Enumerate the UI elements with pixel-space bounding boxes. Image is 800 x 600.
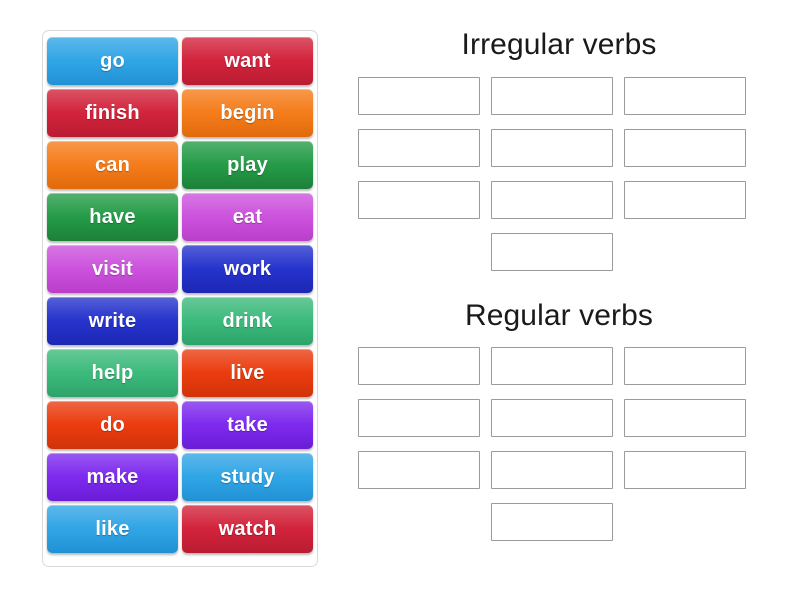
tile-work[interactable]: work [182,245,313,293]
tile-want[interactable]: want [182,37,313,85]
tile-label: finish [85,102,140,124]
tile-finish[interactable]: finish [47,89,178,137]
tile-label: take [227,414,268,436]
tile-can[interactable]: can [47,141,178,189]
drop-zone-grid [358,76,766,219]
tile-live[interactable]: live [182,349,313,397]
category-title: Irregular verbs [461,28,657,61]
tile-label: begin [220,102,275,124]
tile-help[interactable]: help [47,349,178,397]
tile-label: live [230,362,265,384]
drop-slot[interactable] [624,128,746,167]
tile-label: drink [222,310,273,332]
tile-begin[interactable]: begin [182,89,313,137]
tile-write[interactable]: write [47,297,178,345]
drop-slot[interactable] [358,347,480,385]
tile-eat[interactable]: eat [182,193,313,241]
tile-study[interactable]: study [182,453,313,501]
tile-label: visit [91,258,134,280]
drop-slot[interactable] [624,451,746,489]
drop-slot[interactable] [624,347,746,385]
tile-label: want [224,50,271,72]
drop-slot[interactable] [358,76,480,115]
tile-go[interactable]: go [47,37,178,85]
tile-label: can [94,154,131,176]
tile-label: play [227,154,268,176]
drop-slot[interactable] [491,232,613,271]
category-irregular-verbs: Irregular verbs [352,28,766,271]
tile-label: write [88,310,137,332]
tile-take[interactable]: take [182,401,313,449]
drop-slot[interactable] [358,128,480,167]
tile-label: like [95,518,130,540]
tile-watch[interactable]: watch [182,505,313,553]
word-tile-tray: go want finish begin can play have eat visit work… [42,30,318,567]
drop-zone-grid-last-row [491,232,766,271]
drop-slot[interactable] [491,503,613,541]
tile-play[interactable]: play [182,141,313,189]
drop-slot[interactable] [624,399,746,437]
drop-slot[interactable] [491,128,613,167]
drop-slot[interactable] [491,180,613,219]
drop-slot[interactable] [491,347,613,385]
tile-like[interactable]: like [47,505,178,553]
tile-label: do [100,414,125,436]
drop-slot[interactable] [358,180,480,219]
tile-make[interactable]: make [47,453,178,501]
drop-slot[interactable] [491,76,613,115]
drop-zone-grid [358,347,766,489]
tile-drink[interactable]: drink [182,297,313,345]
drop-slot[interactable] [358,399,480,437]
drop-slot[interactable] [358,451,480,489]
word-tile-grid: go want finish begin can play have eat visit work… [47,37,313,553]
tile-label: make [86,466,139,488]
tile-label: watch [218,518,277,540]
drop-zone-grid-last-row [491,503,766,541]
tile-label: have [89,206,136,228]
tile-label: study [220,466,275,488]
tile-label: eat [232,206,263,228]
tile-do[interactable]: do [47,401,178,449]
drop-slot[interactable] [491,451,613,489]
drop-slot[interactable] [624,180,746,219]
drop-slot[interactable] [624,76,746,115]
drop-slot[interactable] [491,399,613,437]
category-regular-verbs: Regular verbs [352,298,766,541]
tile-label: go [100,50,125,72]
category-title: Regular verbs [464,298,654,332]
tile-have[interactable]: have [47,193,178,241]
tile-label: work [223,258,272,280]
tile-label: help [91,362,134,384]
tile-visit[interactable]: visit [47,245,178,293]
